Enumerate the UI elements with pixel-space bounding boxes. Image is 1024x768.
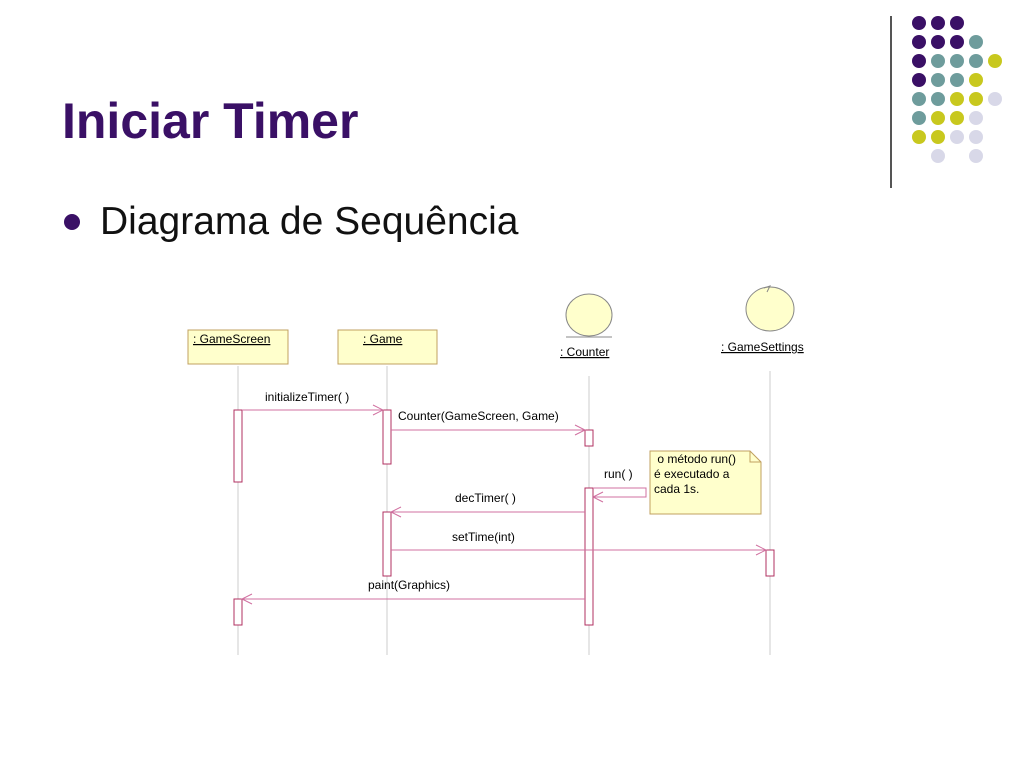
decor-dot	[969, 149, 983, 163]
decor-dot	[969, 111, 983, 125]
header-divider	[890, 16, 892, 188]
decor-dot	[969, 35, 983, 49]
message-label: paint(Graphics)	[368, 578, 450, 592]
decor-dot	[969, 130, 983, 144]
activation-game-1	[382, 409, 392, 465]
decor-dot	[912, 92, 926, 106]
decor-dot	[912, 130, 926, 144]
activation-gamescreen-1	[233, 409, 243, 483]
decor-dot	[950, 16, 964, 30]
decor-dot	[912, 54, 926, 68]
object-box	[187, 329, 289, 365]
arrowhead-icon	[574, 424, 587, 436]
object-gamescreen: : GameScreen	[187, 329, 289, 365]
note-line-3: cada 1s.	[654, 482, 699, 496]
message-dectimer: decTimer( )	[389, 491, 585, 518]
decor-dot	[969, 54, 983, 68]
decor-dot	[931, 149, 945, 163]
object-game: : Game	[337, 329, 438, 365]
arrowhead-icon	[591, 491, 604, 503]
decor-dot	[988, 54, 1002, 68]
arrowhead-icon	[755, 544, 768, 556]
decor-dot	[950, 111, 964, 125]
note-fold-icon	[749, 451, 761, 463]
decor-dot	[912, 35, 926, 49]
slide-title: Iniciar Timer	[62, 93, 359, 149]
message-counter-constructor: Counter(GameScreen, Game)	[391, 409, 587, 436]
bullet-text: Diagrama de Sequência	[100, 200, 519, 243]
decor-dot	[950, 73, 964, 87]
decor-dot	[931, 111, 945, 125]
decor-dot	[969, 73, 983, 87]
note-line-1: o método run()	[654, 452, 736, 466]
note-line-2: é executado a	[654, 467, 730, 481]
decor-dot-grid	[912, 16, 1002, 163]
decor-dot	[912, 16, 926, 30]
message-label: setTime(int)	[452, 530, 515, 544]
message-label: run( )	[604, 467, 633, 481]
object-label: : GameScreen	[193, 332, 270, 346]
decor-dot	[912, 111, 926, 125]
arrowhead-icon	[240, 593, 253, 605]
bullet-item: Diagrama de Sequência	[64, 200, 518, 244]
control-arrow-icon	[763, 285, 771, 293]
decor-dot	[931, 73, 945, 87]
message-run: run( )	[591, 467, 647, 503]
entity-icon	[565, 293, 613, 337]
control-icon	[745, 286, 795, 332]
object-label: : Counter	[560, 345, 609, 359]
decor-dot	[950, 54, 964, 68]
decor-dot	[988, 92, 1002, 106]
decor-dot	[931, 35, 945, 49]
decor-dot	[950, 92, 964, 106]
activation-game-2	[382, 511, 392, 577]
activation-counter-2	[584, 487, 594, 626]
object-label: : Game	[363, 332, 403, 346]
message-paint: paint(Graphics)	[240, 578, 585, 605]
decor-dot	[931, 54, 945, 68]
activation-gamescreen-2	[233, 598, 243, 626]
decor-dot	[931, 130, 945, 144]
activation-counter-1	[584, 429, 594, 447]
message-initializetimer: initializeTimer( )	[242, 390, 385, 416]
message-label: initializeTimer( )	[265, 390, 349, 404]
object-label: : GameSettings	[721, 340, 804, 354]
decor-dot	[950, 130, 964, 144]
message-label: Counter(GameScreen, Game)	[398, 409, 559, 423]
message-settime: setTime(int)	[391, 530, 768, 556]
decor-dot	[969, 92, 983, 106]
activation-gamesettings-1	[765, 549, 775, 577]
decor-dot	[931, 16, 945, 30]
decor-dot	[950, 35, 964, 49]
message-label: decTimer( )	[455, 491, 516, 505]
object-gamesettings: : GameSettings	[721, 285, 804, 354]
note: o método run() é executado a cada 1s.	[649, 450, 762, 515]
object-counter: : Counter	[560, 293, 613, 359]
arrowhead-icon	[372, 404, 385, 416]
decor-dot	[931, 92, 945, 106]
arrowhead-icon	[389, 506, 402, 518]
decor-dot	[912, 73, 926, 87]
message-line	[593, 487, 647, 498]
bullet-dot-icon	[64, 214, 80, 230]
note-box	[649, 450, 762, 515]
object-box	[337, 329, 438, 365]
